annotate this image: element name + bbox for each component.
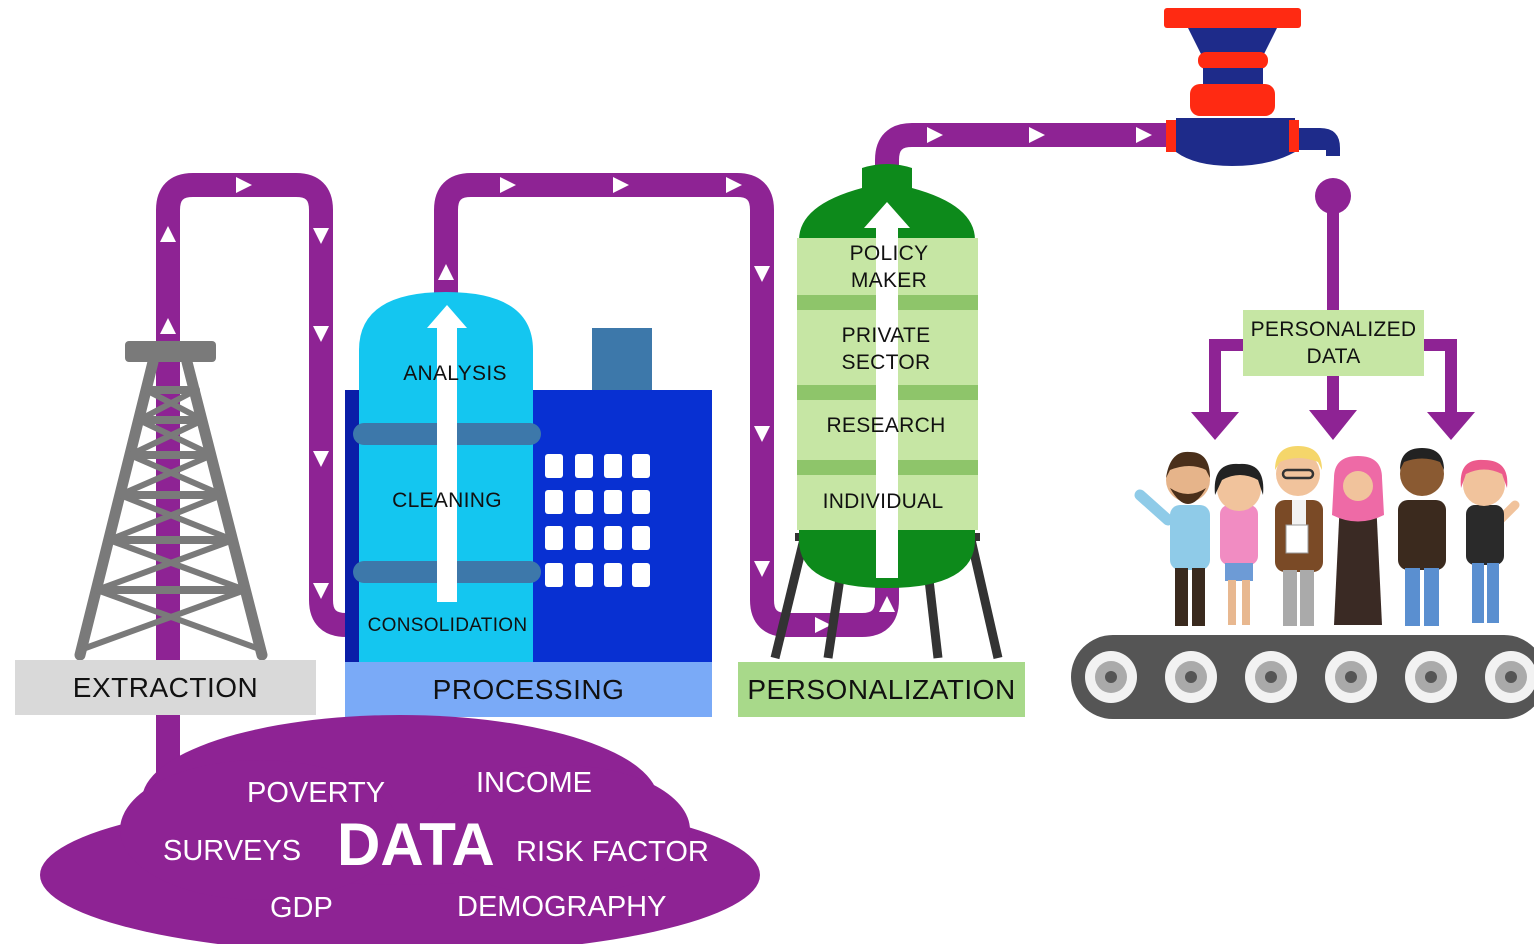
person-icon [1332,456,1384,625]
private-sector-label: PRIVATE SECTOR [841,323,931,374]
processing-label: PROCESSING [432,673,625,705]
faucet-icon [1164,8,1340,166]
cloud-word-demography: DEMOGRAPHY [457,891,667,923]
personalization-label-bg [738,662,1025,717]
data-cloud-shape [40,715,760,949]
person-icon [1134,451,1210,626]
personalization-label: PERSONALIZATION [747,673,1016,705]
distribution-arrows [1191,178,1475,440]
data-pipe [156,123,1180,780]
personalized-data-label-bg [1243,310,1424,376]
policy-maker-label: POLICY MAKER [849,241,929,292]
person-icon [1275,446,1323,626]
cloud-word-surveys: SURVEYS [163,835,302,867]
cloud-center-data: DATA [337,811,495,878]
storage-tank-icon [770,164,1003,660]
cloud-word-risk-factor: RISK FACTOR [516,836,709,868]
cloud-word-poverty: POVERTY [247,777,386,809]
cloud-word-income: INCOME [476,767,592,799]
personalized-data-label: PERSONALIZED DATA [1250,318,1417,368]
individual-label: INDIVIDUAL [822,490,944,513]
conveyor-belt-icon [1071,635,1534,719]
consolidation-label: CONSOLIDATION [367,614,528,636]
person-icon [1398,448,1446,626]
person-icon [1460,459,1520,623]
extraction-label-bg [15,660,316,715]
processing-plant-icon [345,292,712,662]
cloud-word-gdp: GDP [270,892,333,924]
research-label: RESEARCH [826,414,946,437]
processing-label-bg [345,662,712,717]
people-group [1134,446,1520,626]
cleaning-label: CLEANING [392,488,502,512]
oil-derrick-icon [74,341,268,661]
analysis-label: ANALYSIS [403,361,507,385]
extraction-label: EXTRACTION [72,671,259,703]
person-icon [1214,463,1264,625]
